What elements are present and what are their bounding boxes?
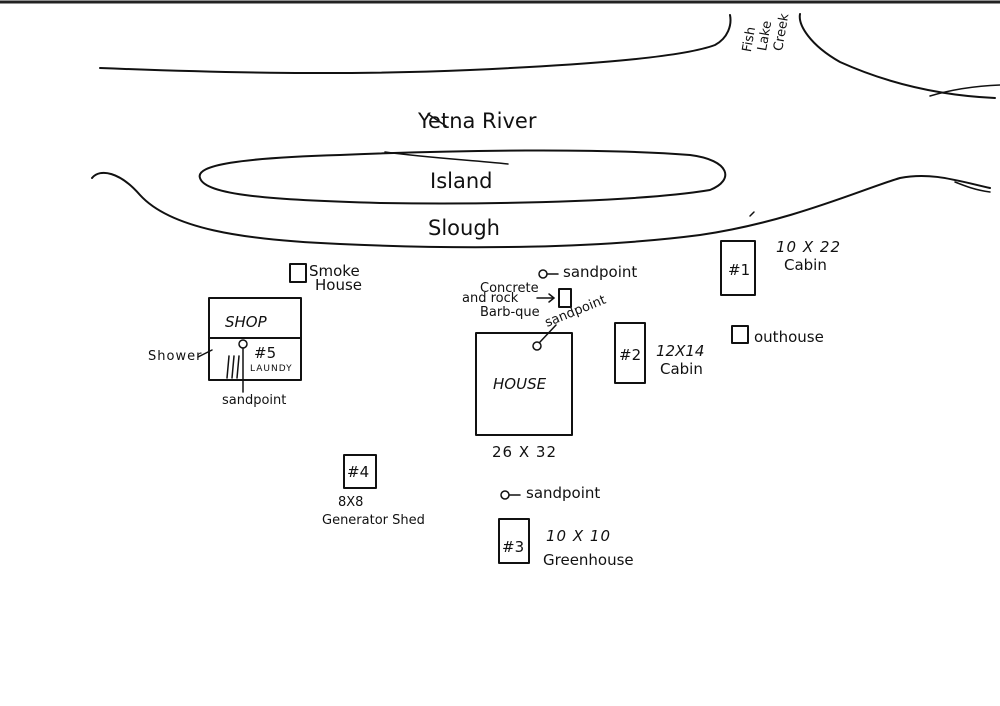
greenhouse-building [498,518,530,564]
smokehouse-label-line2: House [315,276,362,294]
bank-tick-mark [749,211,755,217]
cabin1-number: #1 [728,261,750,279]
shower-pointer [197,349,213,358]
generator-shed-building [343,454,377,489]
shower-stall-marks [226,355,240,379]
creek-label-line1: Fish [740,26,759,53]
shop-label: SHOP [225,313,268,331]
greenhouse-number: #3 [502,538,524,556]
laundry-number: #5 [254,344,276,362]
south-sandpoint-marker [500,490,510,500]
smokehouse-box [289,263,307,283]
generator-label: Generator Shed [322,513,425,528]
barbque-arrow [536,293,556,303]
laundry-sandpoint-label: sandpoint [222,393,286,408]
barbque-label-line2: and rock [462,291,519,306]
cabin2-number: #2 [619,346,641,364]
cabin2-building [614,322,646,384]
slough-end-mark [954,181,991,193]
island-outline [198,149,727,205]
laundry-label: LAUNDY [250,364,293,374]
creek-tail-line [929,84,1000,97]
creek-label-line3: Creek [771,12,792,52]
laundry-sandpoint-marker [238,339,248,349]
cabin2-label: Cabin [660,360,703,378]
barbque-label-line3: Barb-que [480,305,540,320]
barbque-sandpoint-marker [538,269,548,279]
outhouse-label: outhouse [754,328,824,346]
creek-east-bank-line [798,13,996,99]
barbque-label-line1: Concrete [480,281,539,296]
house-sandpoint-pointer [539,324,557,343]
slough-label: Slough [428,216,500,240]
house-sandpoint-marker [532,341,542,351]
house-building [475,332,573,436]
barbque-sandpoint-label: sandpoint [563,263,637,281]
greenhouse-size-label: 10 X 10 [546,527,611,545]
cabin1-label: Cabin [784,256,827,274]
cabin2-size-label: 12X14 [656,342,704,360]
island-interior-line [384,151,509,165]
cabin1-building [720,240,756,296]
generator-number: #4 [347,463,369,481]
creek-label-line2: Lake [755,20,775,52]
south-sandpoint-label: sandpoint [526,484,600,502]
barbque-box [558,288,572,308]
island-label: Island [430,169,492,193]
river-label-correction-mark [427,113,447,127]
house-label: HOUSE [493,375,547,393]
north-riverbank-line [99,14,732,75]
greenhouse-label: Greenhouse [543,551,634,569]
river-label: Yetna River [417,109,537,133]
shower-label: Shower [148,349,202,364]
outhouse-box [731,325,749,344]
smokehouse-label-line1: Smoke [309,262,360,280]
cabin1-size-label: 10 X 22 [776,238,841,256]
south-riverbank-line [91,171,991,249]
generator-size-label: 8X8 [338,495,363,510]
house-size-label: 26 X 32 [492,443,557,461]
